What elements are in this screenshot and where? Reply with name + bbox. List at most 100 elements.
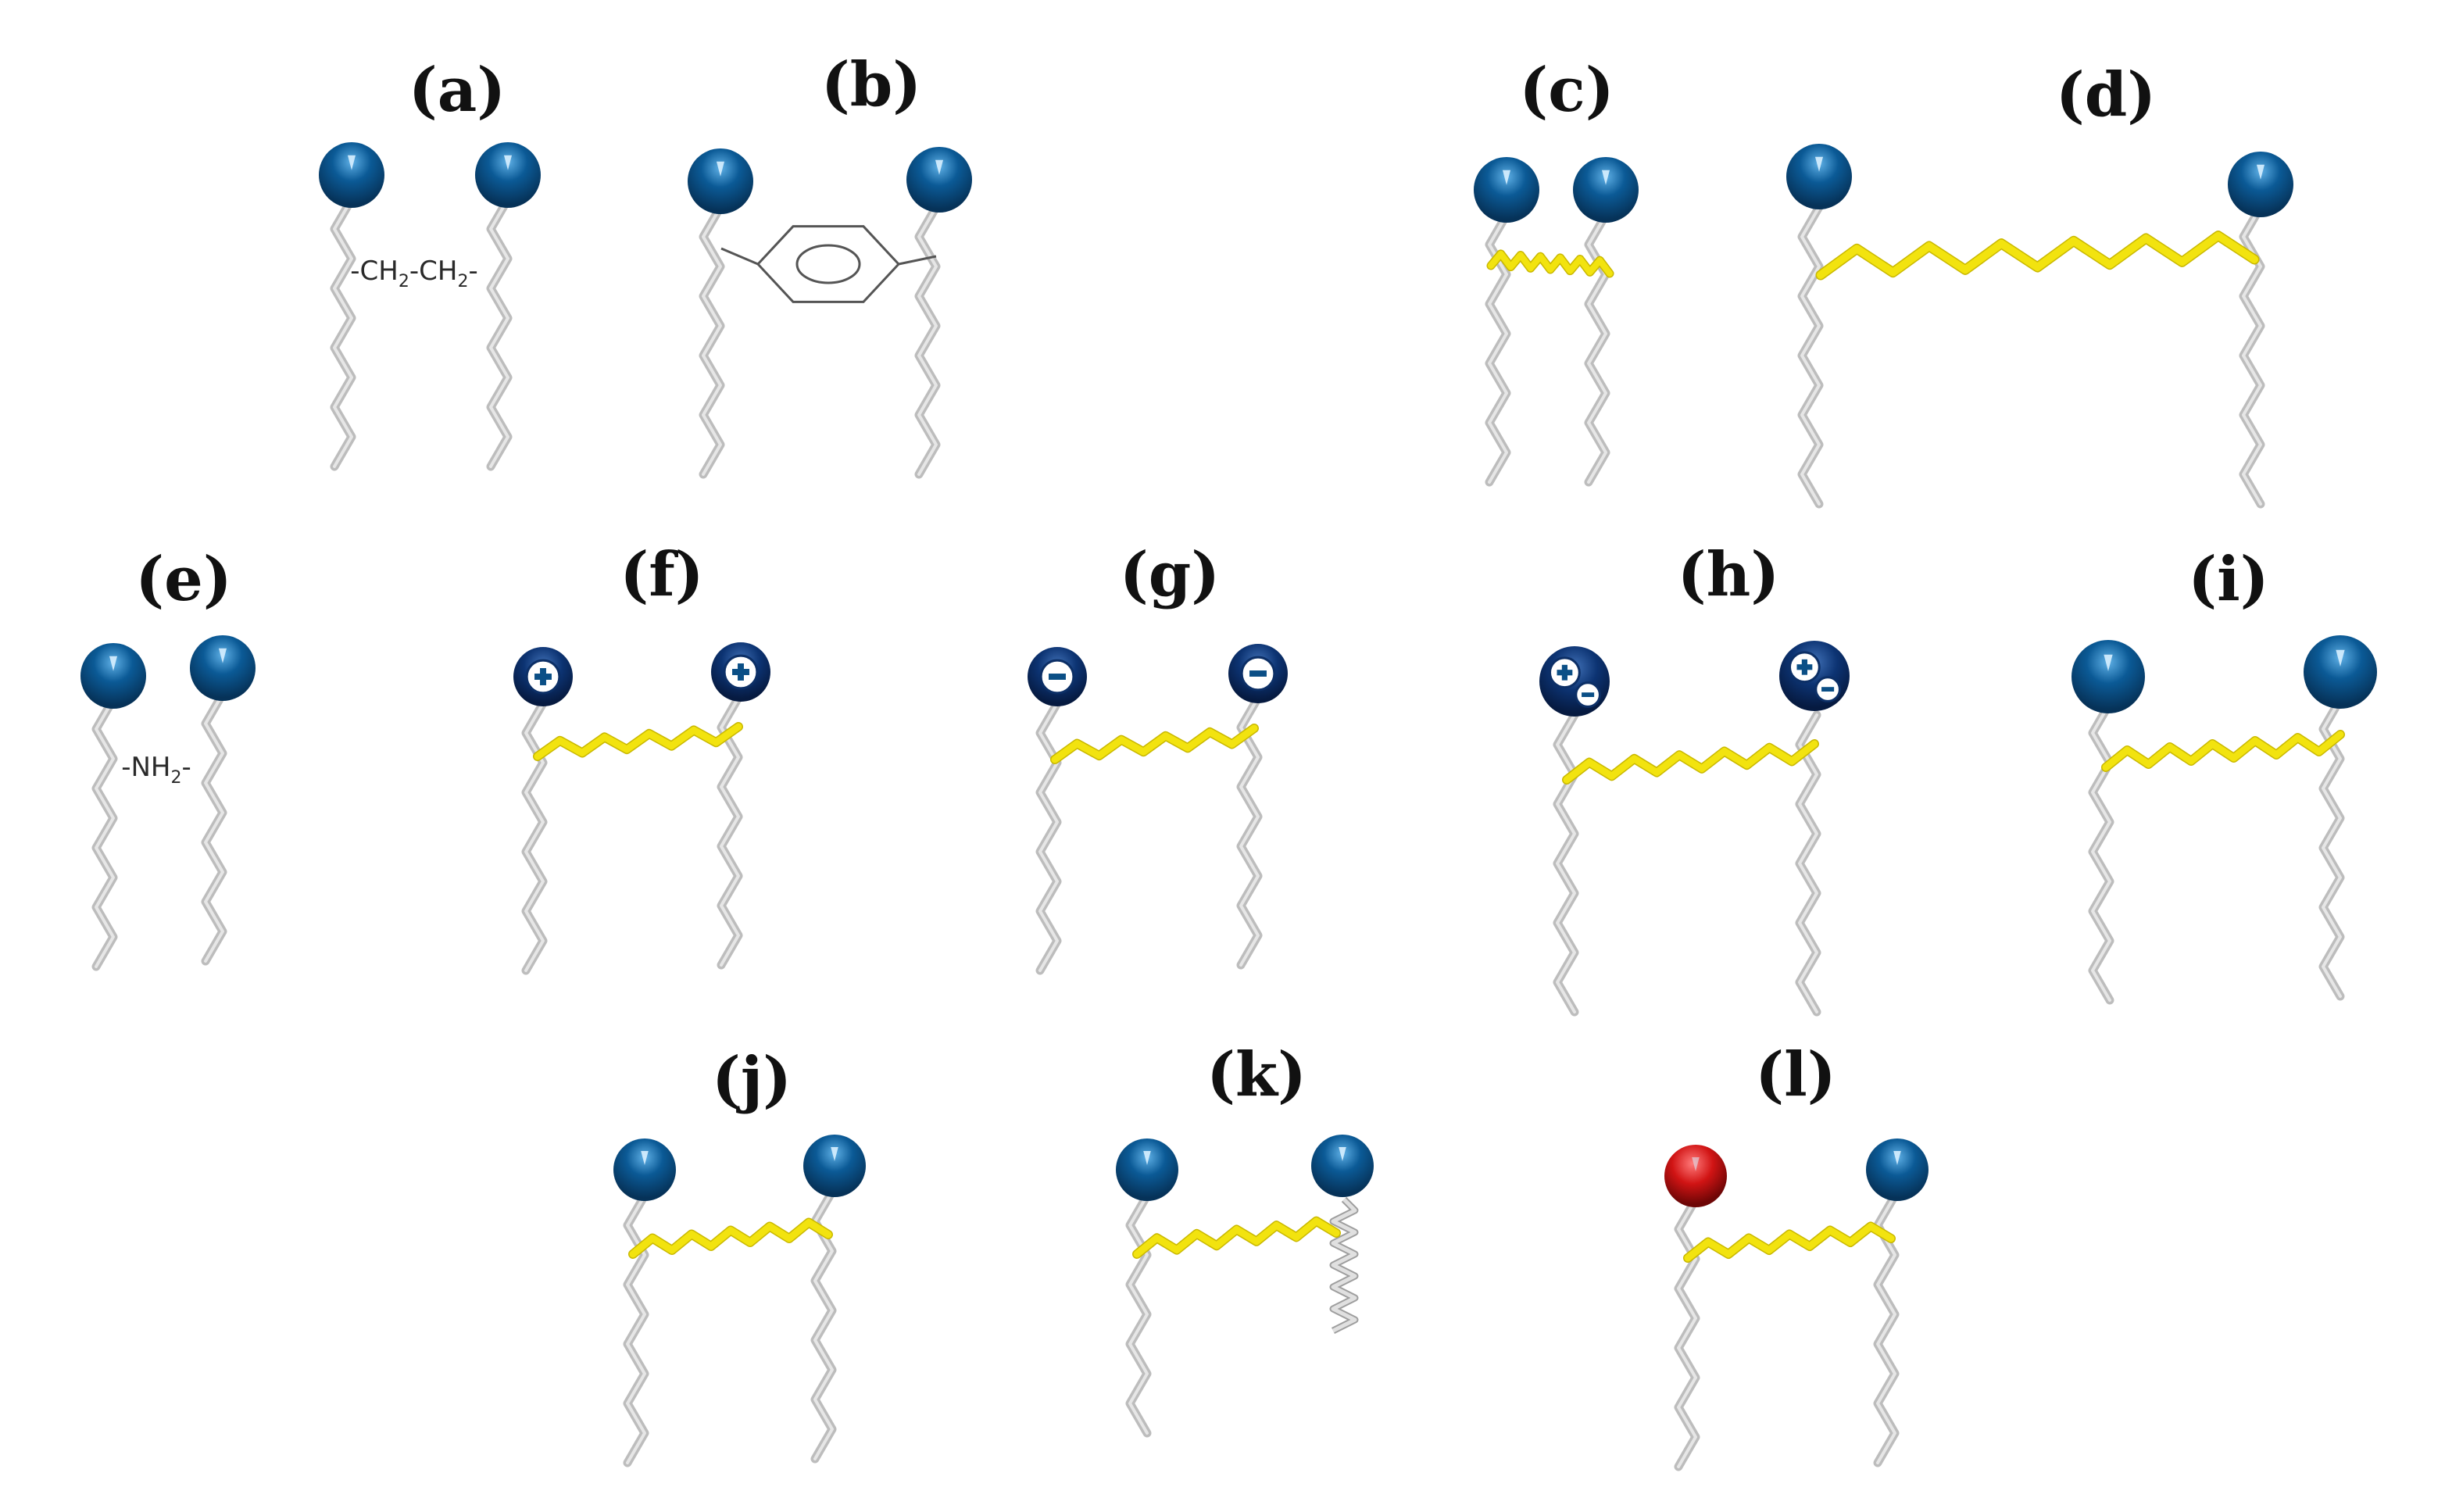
tail-j-left-highlight — [626, 1194, 646, 1464]
head-d-right-highlight — [2256, 164, 2265, 180]
panel-label-g: (g) — [1120, 539, 1220, 610]
benzene-aromatic-circle — [795, 244, 861, 284]
head-j-right — [803, 1135, 866, 1197]
head-l-right-highlight — [1893, 1151, 1901, 1165]
head-a-right-highlight — [503, 155, 513, 170]
panel-label-l: (l) — [1755, 1039, 1836, 1110]
head-i-right-highlight — [2336, 649, 2345, 667]
tail-l-left-highlight — [1677, 1198, 1697, 1468]
spacer-c — [1488, 250, 1613, 277]
tail-k-left-highlight — [1128, 1194, 1149, 1435]
panel-label-h: (h) — [1678, 539, 1780, 610]
plus-icon-vertical — [738, 663, 744, 681]
head-k-left-highlight — [1143, 1151, 1151, 1165]
minus-icon — [1821, 687, 1835, 692]
panel-j — [613, 1135, 866, 1467]
panel-d — [1786, 144, 2293, 509]
head-b-right-highlight — [935, 159, 944, 175]
head-e-right-highlight — [218, 648, 227, 663]
spacer-k — [1133, 1217, 1340, 1258]
tail-d-left-highlight — [1800, 206, 1821, 506]
head-b-left-highlight — [716, 161, 725, 177]
spacer-d — [1817, 231, 2258, 279]
tail-h-right-highlight — [1798, 713, 1818, 1013]
panel-g — [1028, 644, 1288, 975]
spacer-h — [1563, 740, 1818, 784]
panel-i — [2071, 635, 2377, 1005]
benzene-bond-right — [898, 255, 937, 266]
head-l-left-red — [1664, 1145, 1727, 1207]
panel-label-d: (d) — [2056, 59, 2156, 130]
panel-l — [1664, 1138, 1928, 1471]
spacer-f — [534, 723, 742, 760]
tail-i-left-highlight — [2091, 702, 2111, 1002]
tail-a-right-highlight — [489, 198, 509, 468]
panel-label-c: (c) — [1519, 55, 1614, 126]
spacer-l — [1684, 1223, 1895, 1262]
head-k-right — [1311, 1135, 1374, 1197]
head-l-right — [1866, 1138, 1928, 1201]
panel-labels: (a) (b) (c) (d) (e) (f) (g) (h) (i) (j) … — [135, 49, 2268, 1115]
head-a-left-highlight — [347, 155, 356, 170]
head-c-left — [1474, 157, 1539, 223]
tail-a-left-highlight — [333, 198, 353, 468]
helix-k-right — [1331, 1198, 1357, 1333]
spacer-j — [629, 1219, 832, 1258]
panel-a — [319, 142, 541, 471]
head-d-left-highlight — [1814, 156, 1824, 172]
head-k-left — [1116, 1138, 1178, 1201]
head-a-right — [475, 142, 541, 208]
head-e-right — [190, 635, 256, 701]
tail-g-left-highlight — [1038, 702, 1059, 972]
head-d-left — [1786, 144, 1852, 209]
molecule-art — [80, 142, 2377, 1471]
head-c-left-highlight — [1502, 170, 1511, 185]
head-e-left — [80, 643, 146, 709]
panel-e — [80, 635, 256, 971]
panel-c — [1474, 157, 1639, 487]
spacer-i — [2102, 731, 2344, 771]
linker-text-a: -CH2-CH2- — [350, 256, 477, 291]
head-b-right — [906, 147, 972, 213]
head-l-left-red-highlight — [1692, 1157, 1700, 1171]
head-b-left — [688, 148, 753, 214]
panel-label-f: (f) — [620, 539, 703, 610]
tail-f-left-highlight — [524, 702, 545, 972]
panel-label-k: (k) — [1206, 1039, 1307, 1110]
panel-label-a: (a) — [409, 55, 506, 126]
panel-label-b: (b) — [821, 49, 921, 120]
head-c-right — [1573, 157, 1639, 223]
minus-icon — [1582, 692, 1595, 698]
head-i-left-highlight — [2104, 654, 2113, 671]
head-j-left-highlight — [641, 1151, 649, 1165]
panel-k — [1116, 1135, 1374, 1438]
linker-text-e: -NH2- — [121, 752, 191, 788]
tail-b-right-highlight — [917, 206, 938, 476]
head-a-left — [319, 142, 384, 208]
minus-icon — [1049, 674, 1066, 680]
panel-label-e: (e) — [135, 544, 231, 615]
tail-f-right-highlight — [720, 696, 740, 967]
panel-label-i: (i) — [2188, 544, 2268, 615]
panel-f — [513, 642, 770, 975]
minus-icon — [1249, 670, 1267, 677]
plus-icon-vertical — [540, 668, 546, 685]
tail-e-right-highlight — [204, 692, 224, 963]
tail-i-right-highlight — [2322, 698, 2342, 998]
head-i-left — [2071, 640, 2145, 713]
head-j-right-highlight — [831, 1147, 838, 1161]
panel-label-j: (j) — [712, 1044, 792, 1115]
head-k-right-highlight — [1339, 1147, 1346, 1161]
panel-b — [688, 147, 972, 479]
head-c-right-highlight — [1601, 170, 1610, 185]
head-j-left — [613, 1138, 676, 1201]
tail-h-left-highlight — [1556, 713, 1576, 1013]
head-i-right — [2304, 635, 2377, 709]
benzene-ring — [756, 225, 901, 303]
plus-icon-vertical — [1561, 664, 1567, 681]
benzene-bond-left — [720, 247, 759, 266]
panel-h — [1539, 641, 1850, 1017]
plus-icon-vertical — [1801, 659, 1807, 675]
head-e-left-highlight — [109, 656, 118, 671]
